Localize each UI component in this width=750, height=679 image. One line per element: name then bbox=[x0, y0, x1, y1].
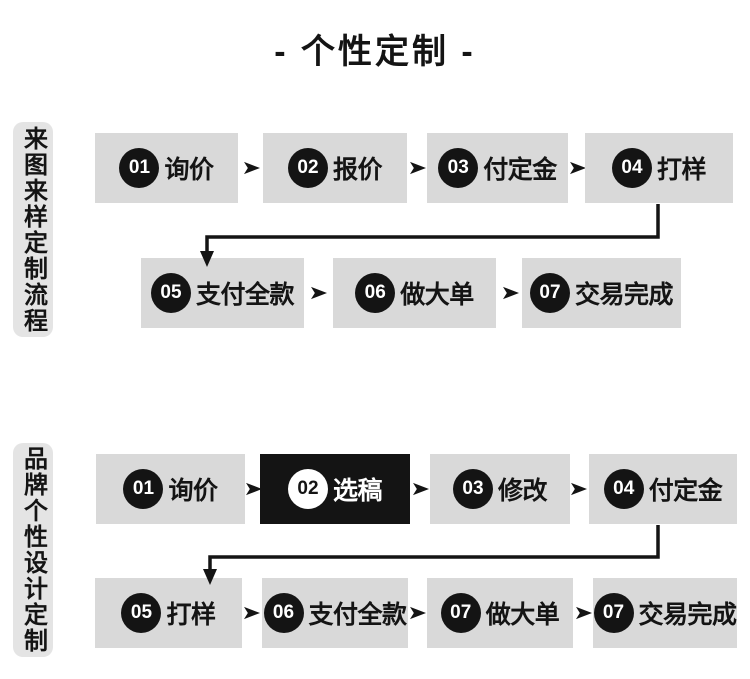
arrow-right-icon bbox=[410, 161, 426, 175]
step-label: 询价 bbox=[168, 477, 218, 505]
arrow-right-icon bbox=[503, 286, 519, 300]
step-label: 报价 bbox=[332, 156, 383, 184]
step-number-badge: 05 bbox=[121, 593, 162, 633]
step-label: 打样 bbox=[656, 156, 707, 184]
step-label: 选稿 bbox=[332, 477, 383, 505]
step-number-badge: 06 bbox=[355, 273, 396, 313]
flow1-step-07: 07 交易完成 bbox=[522, 258, 681, 328]
step-label: 支付全款 bbox=[195, 281, 295, 309]
flow2-step-08: 07 交易完成 bbox=[593, 578, 737, 648]
flow2-section-label: 品牌个性设计定制 bbox=[13, 443, 53, 657]
step-number-badge: 04 bbox=[603, 469, 644, 509]
step-label: 付定金 bbox=[483, 156, 557, 184]
flow1-step-03: 03 付定金 bbox=[427, 133, 568, 203]
step-number-badge: 05 bbox=[150, 273, 191, 313]
flow1-step-01: 01 询价 bbox=[95, 133, 238, 203]
arrow-right-icon bbox=[410, 606, 426, 620]
step-label: 做大单 bbox=[485, 601, 560, 629]
step-number-badge: 01 bbox=[119, 148, 160, 188]
step-number-badge: 03 bbox=[452, 469, 493, 509]
step-label: 询价 bbox=[164, 156, 214, 184]
step-label: 修改 bbox=[497, 477, 548, 505]
arrow-right-icon bbox=[571, 482, 587, 496]
step-number-badge: 07 bbox=[593, 593, 634, 633]
step-label: 打样 bbox=[166, 601, 216, 629]
flow2-connector-arrow bbox=[203, 525, 660, 585]
step-number-badge: 02 bbox=[287, 469, 328, 509]
step-number-badge: 06 bbox=[263, 593, 304, 633]
arrow-right-icon bbox=[311, 286, 327, 300]
flow1-step-06: 06 做大单 bbox=[333, 258, 496, 328]
arrow-right-icon bbox=[244, 606, 260, 620]
flow2-step-07: 07 做大单 bbox=[427, 578, 573, 648]
step-label: 付定金 bbox=[648, 477, 723, 505]
step-label: 交易完成 bbox=[638, 601, 738, 629]
flow2-step-01: 01 询价 bbox=[96, 454, 245, 524]
step-label: 做大单 bbox=[400, 281, 474, 309]
arrow-right-icon bbox=[576, 606, 592, 620]
flow1-step-05: 05 支付全款 bbox=[141, 258, 304, 328]
flow2-step-04: 04 付定金 bbox=[589, 454, 737, 524]
step-number-badge: 01 bbox=[123, 469, 164, 509]
arrow-right-icon bbox=[570, 161, 586, 175]
flow2-step-03: 03 修改 bbox=[430, 454, 570, 524]
arrow-right-icon bbox=[413, 482, 429, 496]
step-label: 支付全款 bbox=[308, 601, 408, 629]
step-label: 交易完成 bbox=[574, 281, 674, 309]
flow1-section-label: 来图来样定制流程 bbox=[13, 122, 53, 337]
flow2-step-05: 05 打样 bbox=[95, 578, 242, 648]
flow2-step-06: 06 支付全款 bbox=[262, 578, 408, 648]
flow2-step-02-highlighted: 02 选稿 bbox=[260, 454, 410, 524]
step-number-badge: 02 bbox=[287, 148, 328, 188]
page-title: - 个性定制 - bbox=[274, 33, 476, 71]
step-number-badge: 04 bbox=[611, 148, 652, 188]
flow1-step-02: 02 报价 bbox=[263, 133, 407, 203]
step-number-badge: 03 bbox=[438, 148, 479, 188]
flow1-step-04: 04 打样 bbox=[585, 133, 733, 203]
step-number-badge: 07 bbox=[440, 593, 481, 633]
arrow-right-icon bbox=[244, 161, 260, 175]
step-number-badge: 07 bbox=[529, 273, 570, 313]
